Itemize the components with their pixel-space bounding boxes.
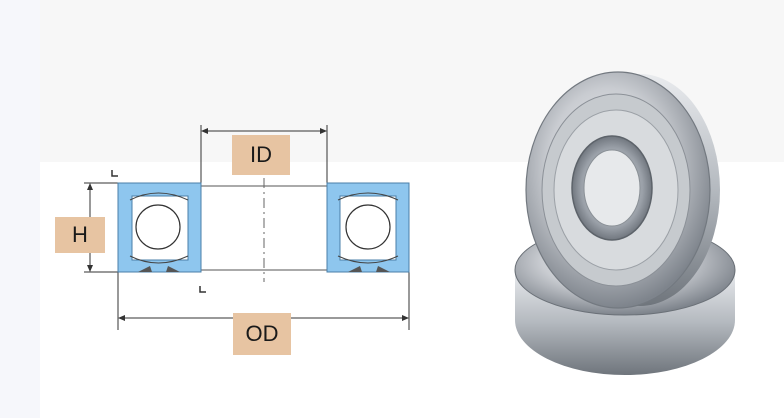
id-dimension (200, 125, 328, 185)
ball-right (345, 204, 391, 250)
left-margin-strip (0, 0, 40, 418)
ball-bearing-photo-icon (514, 71, 736, 375)
right-ring-section (326, 182, 410, 273)
left-ring-section (117, 182, 202, 273)
outer-diameter-label: OD (233, 313, 291, 355)
corner-mark (111, 170, 118, 177)
inner-diameter-label: ID (232, 135, 290, 175)
ball-left (135, 204, 181, 250)
height-label: H (55, 217, 105, 253)
corner-mark (199, 286, 206, 293)
